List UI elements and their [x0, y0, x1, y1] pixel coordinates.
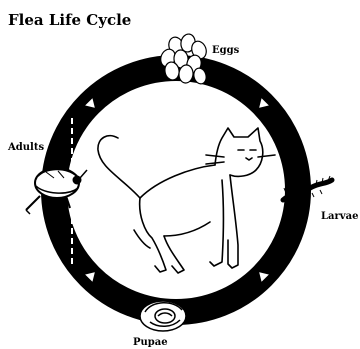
- label-adults: Adults: [7, 142, 44, 153]
- label-larvae: Larvae: [321, 211, 358, 222]
- diagram-title: Flea Life Cycle: [8, 11, 131, 29]
- cycle-arrows: [84, 97, 270, 283]
- label-pupae: Pupae: [133, 337, 168, 348]
- cat-illustration: [98, 128, 275, 273]
- label-eggs: Eggs: [212, 45, 240, 56]
- pupa-cocoon-icon: [140, 301, 186, 331]
